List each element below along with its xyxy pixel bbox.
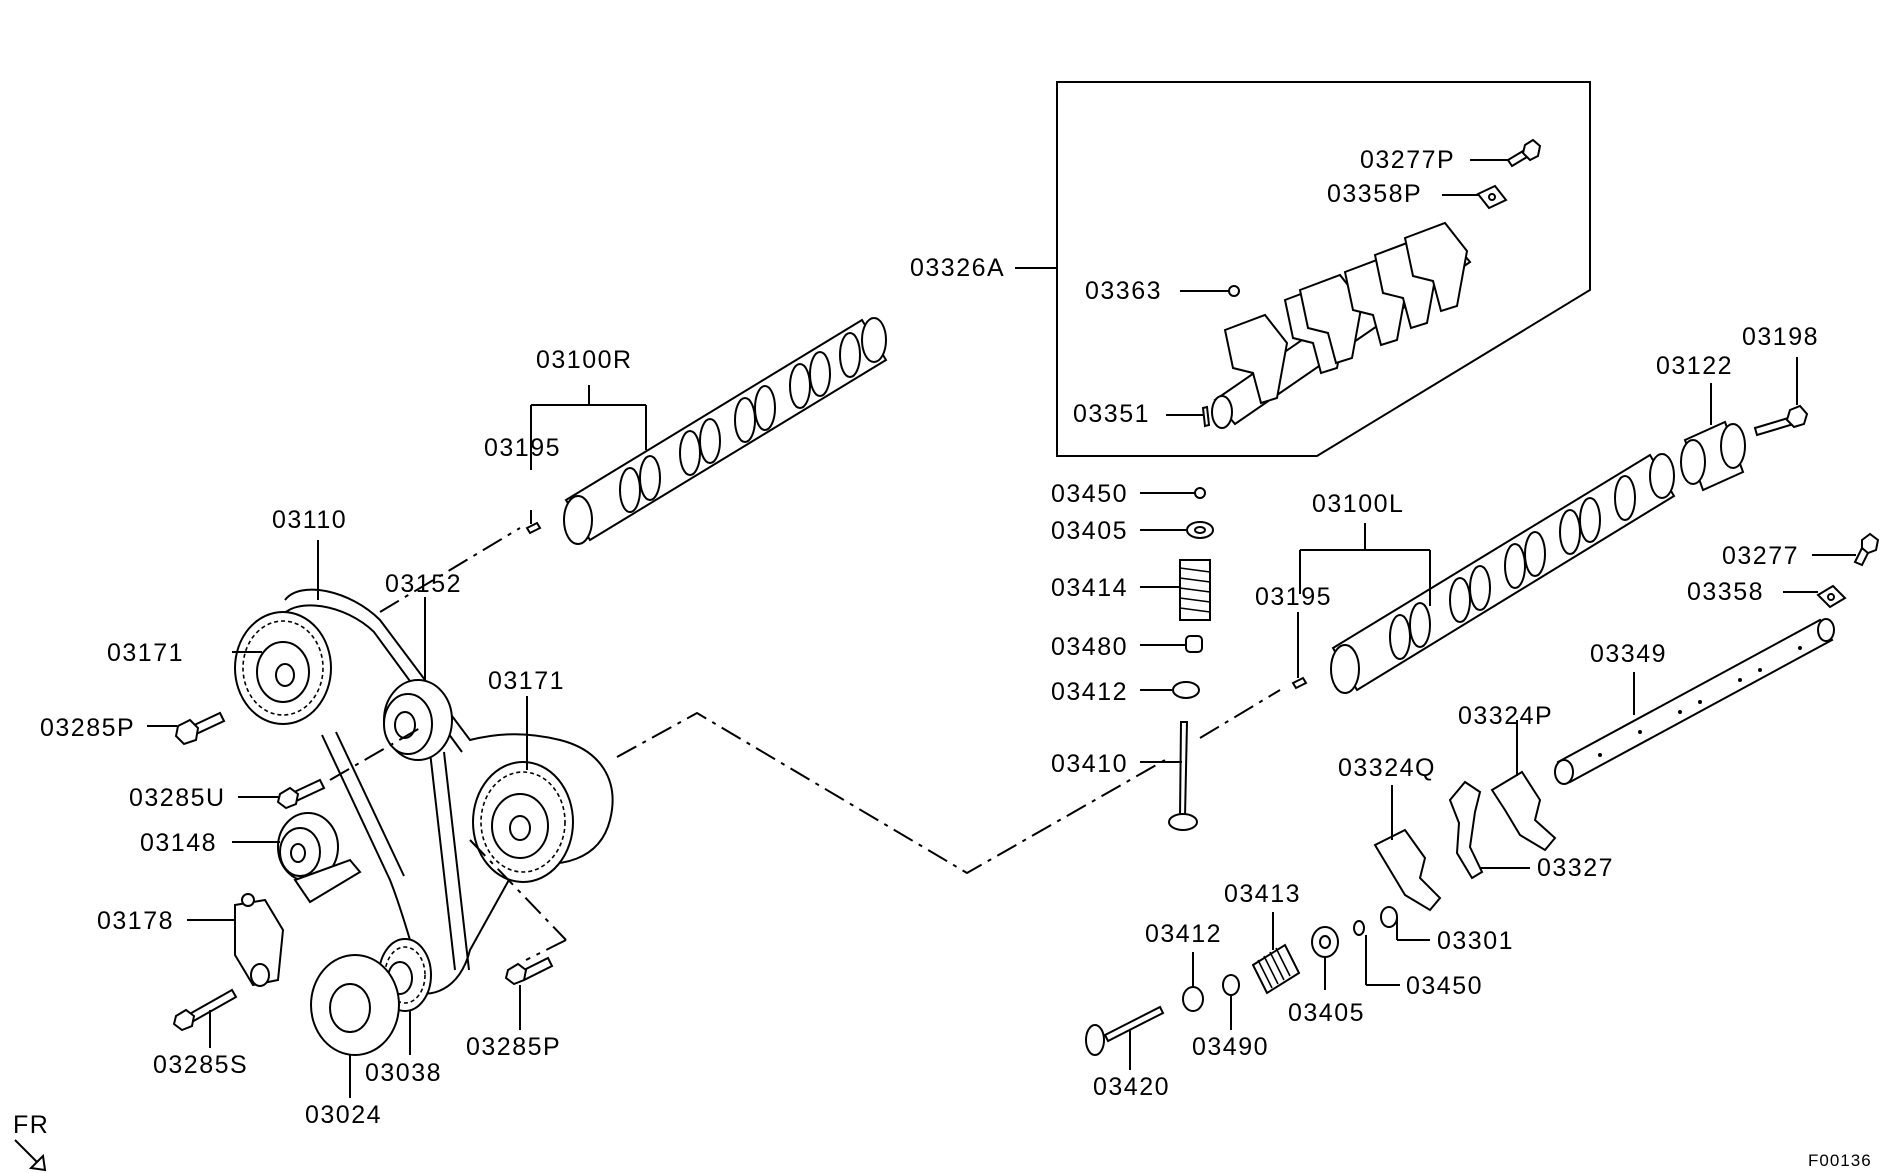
retainer-03405-lower[interactable] <box>1311 926 1339 958</box>
label-03285U: 03285U <box>129 784 226 812</box>
camshaft-left[interactable] <box>1330 453 1676 694</box>
label-03277P: 03277P <box>1360 146 1455 174</box>
valve-spring-03414[interactable] <box>1179 559 1211 621</box>
bolt-03285s[interactable] <box>172 988 238 1032</box>
label-03324P: 03324P <box>1458 702 1553 730</box>
front-direction-arrow-icon <box>14 1139 47 1172</box>
label-03038: 03038 <box>365 1059 442 1087</box>
label-03198: 03198 <box>1742 323 1819 351</box>
spring-seat-03412-upper[interactable] <box>1172 681 1200 699</box>
label-03358: 03358 <box>1687 578 1764 606</box>
pin-03351[interactable] <box>1201 405 1211 428</box>
callout-labels: 03326A 03277P 03358P 03363 03351 03100R … <box>13 146 1872 1170</box>
bolt-03285p-left[interactable] <box>174 711 226 746</box>
label-03358P: 03358P <box>1327 180 1422 208</box>
plate-03358[interactable] <box>1816 584 1847 609</box>
label-03349: 03349 <box>1590 640 1667 668</box>
cotter-03450-lower[interactable] <box>1353 920 1365 936</box>
label-03024: 03024 <box>305 1101 382 1129</box>
valve-spring-03413[interactable] <box>1251 943 1301 995</box>
rocker-shaft-assembly[interactable] <box>1211 221 1472 429</box>
label-03405-lower: 03405 <box>1288 999 1365 1027</box>
cotter-03450-upper[interactable] <box>1194 487 1206 499</box>
label-03110: 03110 <box>272 506 347 534</box>
label-03420: 03420 <box>1093 1073 1170 1101</box>
valve-seal-03480[interactable] <box>1185 635 1203 653</box>
plate-03358p[interactable] <box>1476 184 1508 210</box>
bolt-03198[interactable] <box>1753 404 1809 437</box>
adjuster-03301[interactable] <box>1380 906 1398 928</box>
camshaft-adapter-03122[interactable] <box>1680 420 1746 492</box>
bolt-03277p[interactable] <box>1506 138 1542 168</box>
nut-03363[interactable] <box>1228 285 1240 297</box>
camshaft-right[interactable] <box>563 317 888 545</box>
label-03171-left: 03171 <box>107 639 184 667</box>
label-03195-left: 03195 <box>1255 583 1332 611</box>
valve-03410[interactable] <box>1168 721 1198 831</box>
label-03412-upper: 03412 <box>1051 678 1128 706</box>
rocker-arm-03324p[interactable] <box>1490 770 1557 852</box>
label-03301: 03301 <box>1437 927 1514 955</box>
spring-seat-03412-lower[interactable] <box>1182 986 1204 1012</box>
tensioner-pulley-03148[interactable] <box>277 812 362 904</box>
pin-03195-left[interactable] <box>1291 676 1308 690</box>
bolt-03285p-right[interactable] <box>504 956 554 986</box>
auto-tensioner-03178[interactable] <box>234 893 285 987</box>
label-03178: 03178 <box>97 907 174 935</box>
valve-seal-03490[interactable] <box>1222 974 1240 996</box>
figure-code: F00136 <box>1808 1151 1872 1170</box>
label-03327: 03327 <box>1537 854 1614 882</box>
label-03412-lower: 03412 <box>1145 920 1222 948</box>
label-03171-right: 03171 <box>488 667 565 695</box>
label-03410: 03410 <box>1051 750 1128 778</box>
label-03450-upper: 03450 <box>1051 480 1128 508</box>
label-03285S: 03285S <box>153 1051 248 1079</box>
label-03148: 03148 <box>140 829 217 857</box>
label-03100R: 03100R <box>536 346 633 374</box>
label-03413: 03413 <box>1224 880 1301 908</box>
direction-label: FR <box>13 1111 49 1139</box>
bolt-03277[interactable] <box>1853 532 1880 567</box>
crank-flange-03024[interactable] <box>310 954 400 1056</box>
label-03100L: 03100L <box>1312 490 1404 518</box>
label-03152: 03152 <box>385 570 462 598</box>
cam-sprocket-right[interactable] <box>472 761 574 883</box>
label-03414: 03414 <box>1051 574 1128 602</box>
label-03285P-left: 03285P <box>40 714 135 742</box>
label-03351: 03351 <box>1073 400 1150 428</box>
valve-03420[interactable] <box>1085 1005 1165 1056</box>
retainer-03405-upper[interactable] <box>1186 521 1214 539</box>
label-03450-lower: 03450 <box>1406 972 1483 1000</box>
pin-03195-right[interactable] <box>525 521 542 535</box>
rocker-assembly-inset <box>1015 81 1591 457</box>
label-03195-right: 03195 <box>484 434 561 462</box>
label-03277: 03277 <box>1722 542 1799 570</box>
label-03122: 03122 <box>1656 352 1733 380</box>
label-03363: 03363 <box>1085 277 1162 305</box>
label-03490: 03490 <box>1192 1033 1269 1061</box>
label-03324Q: 03324Q <box>1338 754 1436 782</box>
idler-pulley-03152[interactable] <box>383 679 453 761</box>
rocker-arm-03324q[interactable] <box>1373 828 1442 912</box>
rocker-arm-03327[interactable] <box>1448 780 1484 880</box>
cam-sprocket-left[interactable] <box>234 611 332 725</box>
rocker-shaft-03349[interactable] <box>1554 618 1835 785</box>
bolt-03285u[interactable] <box>276 778 326 810</box>
label-03285P-right: 03285P <box>466 1033 561 1061</box>
label-03480: 03480 <box>1051 633 1128 661</box>
label-03326A: 03326A <box>910 254 1005 282</box>
label-03405-upper: 03405 <box>1051 517 1128 545</box>
